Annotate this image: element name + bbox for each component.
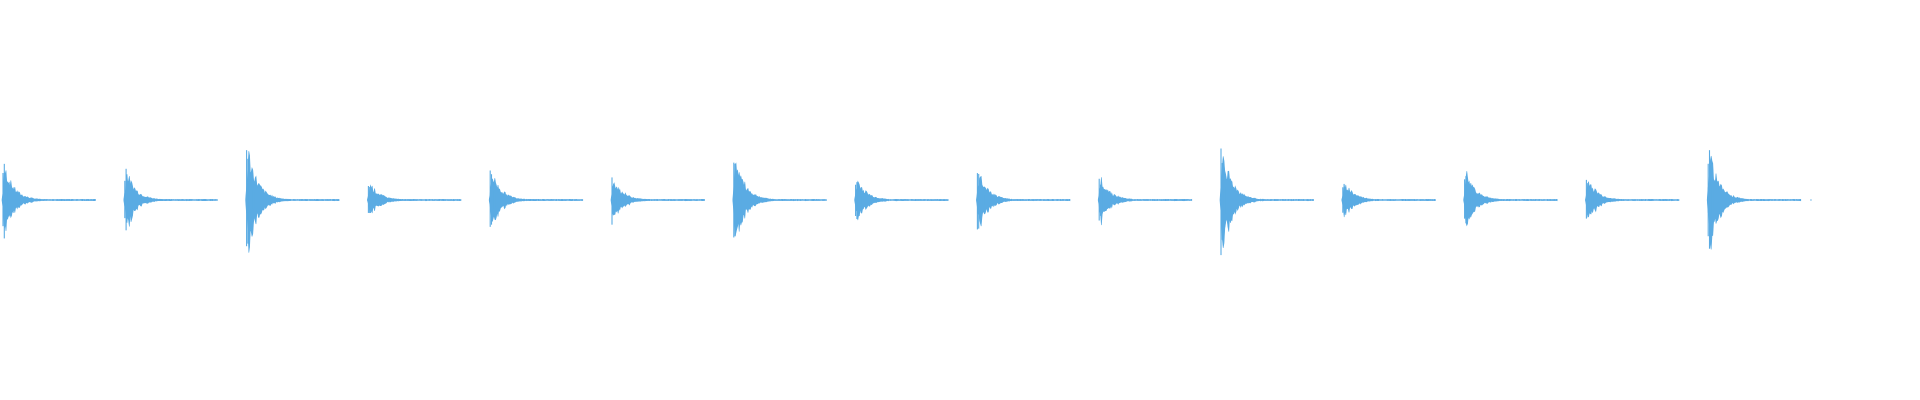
waveform-events — [1, 148, 1812, 256]
waveform-event-15 — [1706, 155, 1802, 250]
waveform-event-6 — [610, 182, 705, 215]
waveform-event-8 — [854, 180, 949, 221]
waveform-event-4 — [367, 184, 462, 214]
waveform-event-1 — [1, 170, 96, 232]
waveform-event-13 — [1463, 171, 1558, 227]
waveform-event-14 — [1585, 181, 1680, 218]
waveform-event-2 — [123, 174, 218, 227]
waveform-event-5 — [488, 178, 584, 222]
waveform-event-7 — [732, 162, 827, 237]
waveform-event-10 — [1097, 177, 1193, 226]
waveform-event-3 — [245, 151, 340, 253]
waveform-event-11 — [1219, 156, 1314, 248]
waveform-event-12 — [1341, 184, 1436, 218]
waveform-event-9 — [976, 175, 1071, 227]
